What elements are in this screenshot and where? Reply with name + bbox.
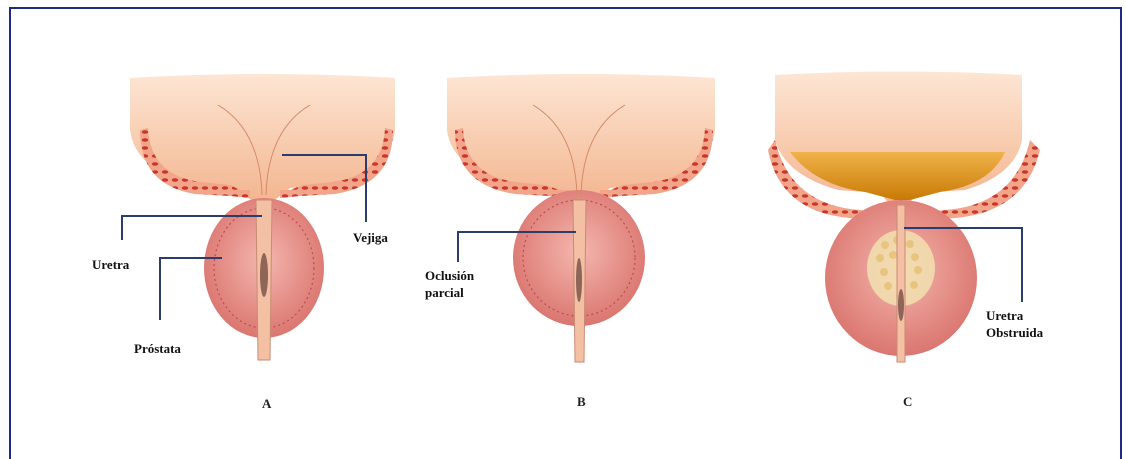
label-prostata: Próstata bbox=[134, 340, 181, 357]
label-uretra-obstruida-line1: Uretra bbox=[986, 307, 1043, 324]
label-oclusion-line1: Oclusión bbox=[425, 267, 474, 284]
panel-letter-c: C bbox=[903, 394, 912, 410]
label-vejiga: Vejiga bbox=[353, 229, 388, 246]
panel-b-drawing bbox=[447, 74, 715, 362]
panel-letter-b: B bbox=[577, 394, 586, 410]
label-uretra: Uretra bbox=[92, 256, 129, 273]
panel-letter-a: A bbox=[262, 396, 271, 412]
label-uretra-obstruida-line2: Obstruida bbox=[986, 324, 1043, 341]
label-uretra-obstruida: Uretra Obstruida bbox=[986, 307, 1043, 341]
label-oclusion-line2: parcial bbox=[425, 284, 474, 301]
label-oclusion-parcial: Oclusión parcial bbox=[425, 267, 474, 301]
